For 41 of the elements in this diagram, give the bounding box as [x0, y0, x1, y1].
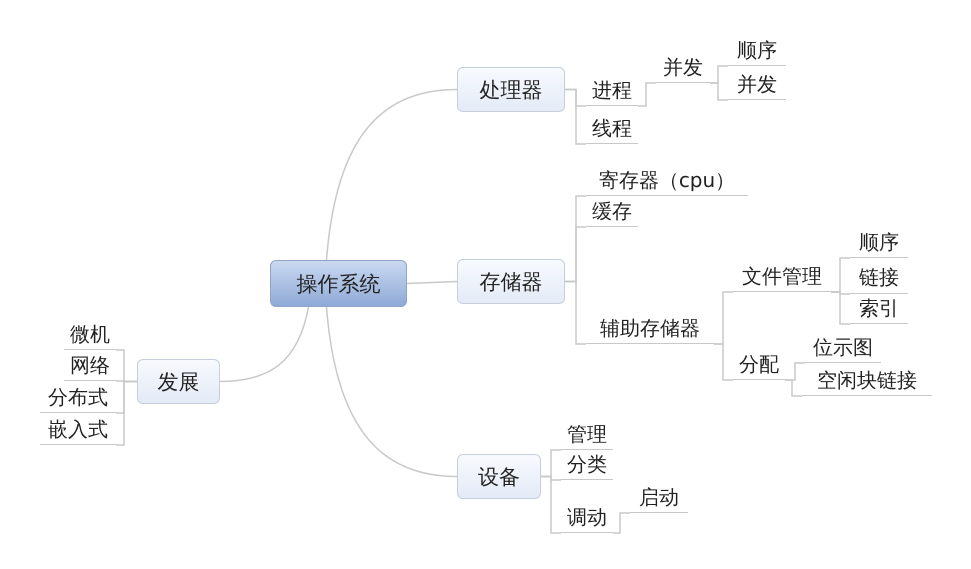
subtopic-label: 空闲块链接	[802, 365, 932, 396]
connector-line	[785, 379, 802, 397]
subtopic-label: 启动	[630, 483, 688, 513]
subtopic-label: 线程	[586, 113, 638, 144]
connector-line	[541, 476, 561, 534]
subtopic-label: 寄存器（cpu）	[586, 165, 748, 196]
connector-line	[406, 280, 458, 284]
connector-line	[714, 343, 733, 381]
topic-box: 设备	[457, 454, 541, 499]
subtopic-label: 分类	[561, 450, 613, 480]
central-topic-box: 操作系统	[270, 260, 407, 307]
connector-line	[613, 512, 630, 534]
subtopic-label: 顺序	[850, 228, 908, 258]
subtopic-label: 进程	[586, 75, 638, 106]
subtopic-label: 顺序	[728, 36, 786, 66]
subtopic-label: 位示图	[805, 333, 881, 363]
connector-line	[831, 291, 850, 325]
connector-line	[710, 82, 728, 101]
connector-line	[326, 88, 458, 260]
subtopic-label: 并发	[656, 53, 710, 83]
topic-box: 存储器	[457, 259, 565, 304]
subtopic-label: 缓存	[586, 196, 638, 227]
topic-box: 发展	[137, 359, 220, 404]
subtopic-label: 并发	[728, 70, 786, 100]
subtopic-label: 分布式	[40, 383, 116, 413]
connector-line	[220, 306, 310, 382]
topic-box: 处理器	[457, 67, 565, 112]
subtopic-label: 调动	[561, 502, 613, 533]
connector-line	[565, 88, 586, 145]
connector-line	[565, 280, 586, 345]
subtopic-label: 管理	[561, 420, 613, 450]
connector-line	[638, 82, 656, 107]
subtopic-label: 嵌入式	[40, 415, 116, 445]
subtopic-label: 网络	[64, 351, 116, 381]
subtopic-label: 分配	[733, 349, 785, 380]
subtopic-label: 微机	[64, 320, 116, 350]
subtopic-label: 辅助存储器	[586, 313, 714, 344]
connector-line	[326, 306, 458, 478]
subtopic-label: 索引	[850, 294, 908, 324]
subtopic-label: 文件管理	[733, 261, 831, 292]
subtopic-label: 链接	[850, 262, 908, 294]
